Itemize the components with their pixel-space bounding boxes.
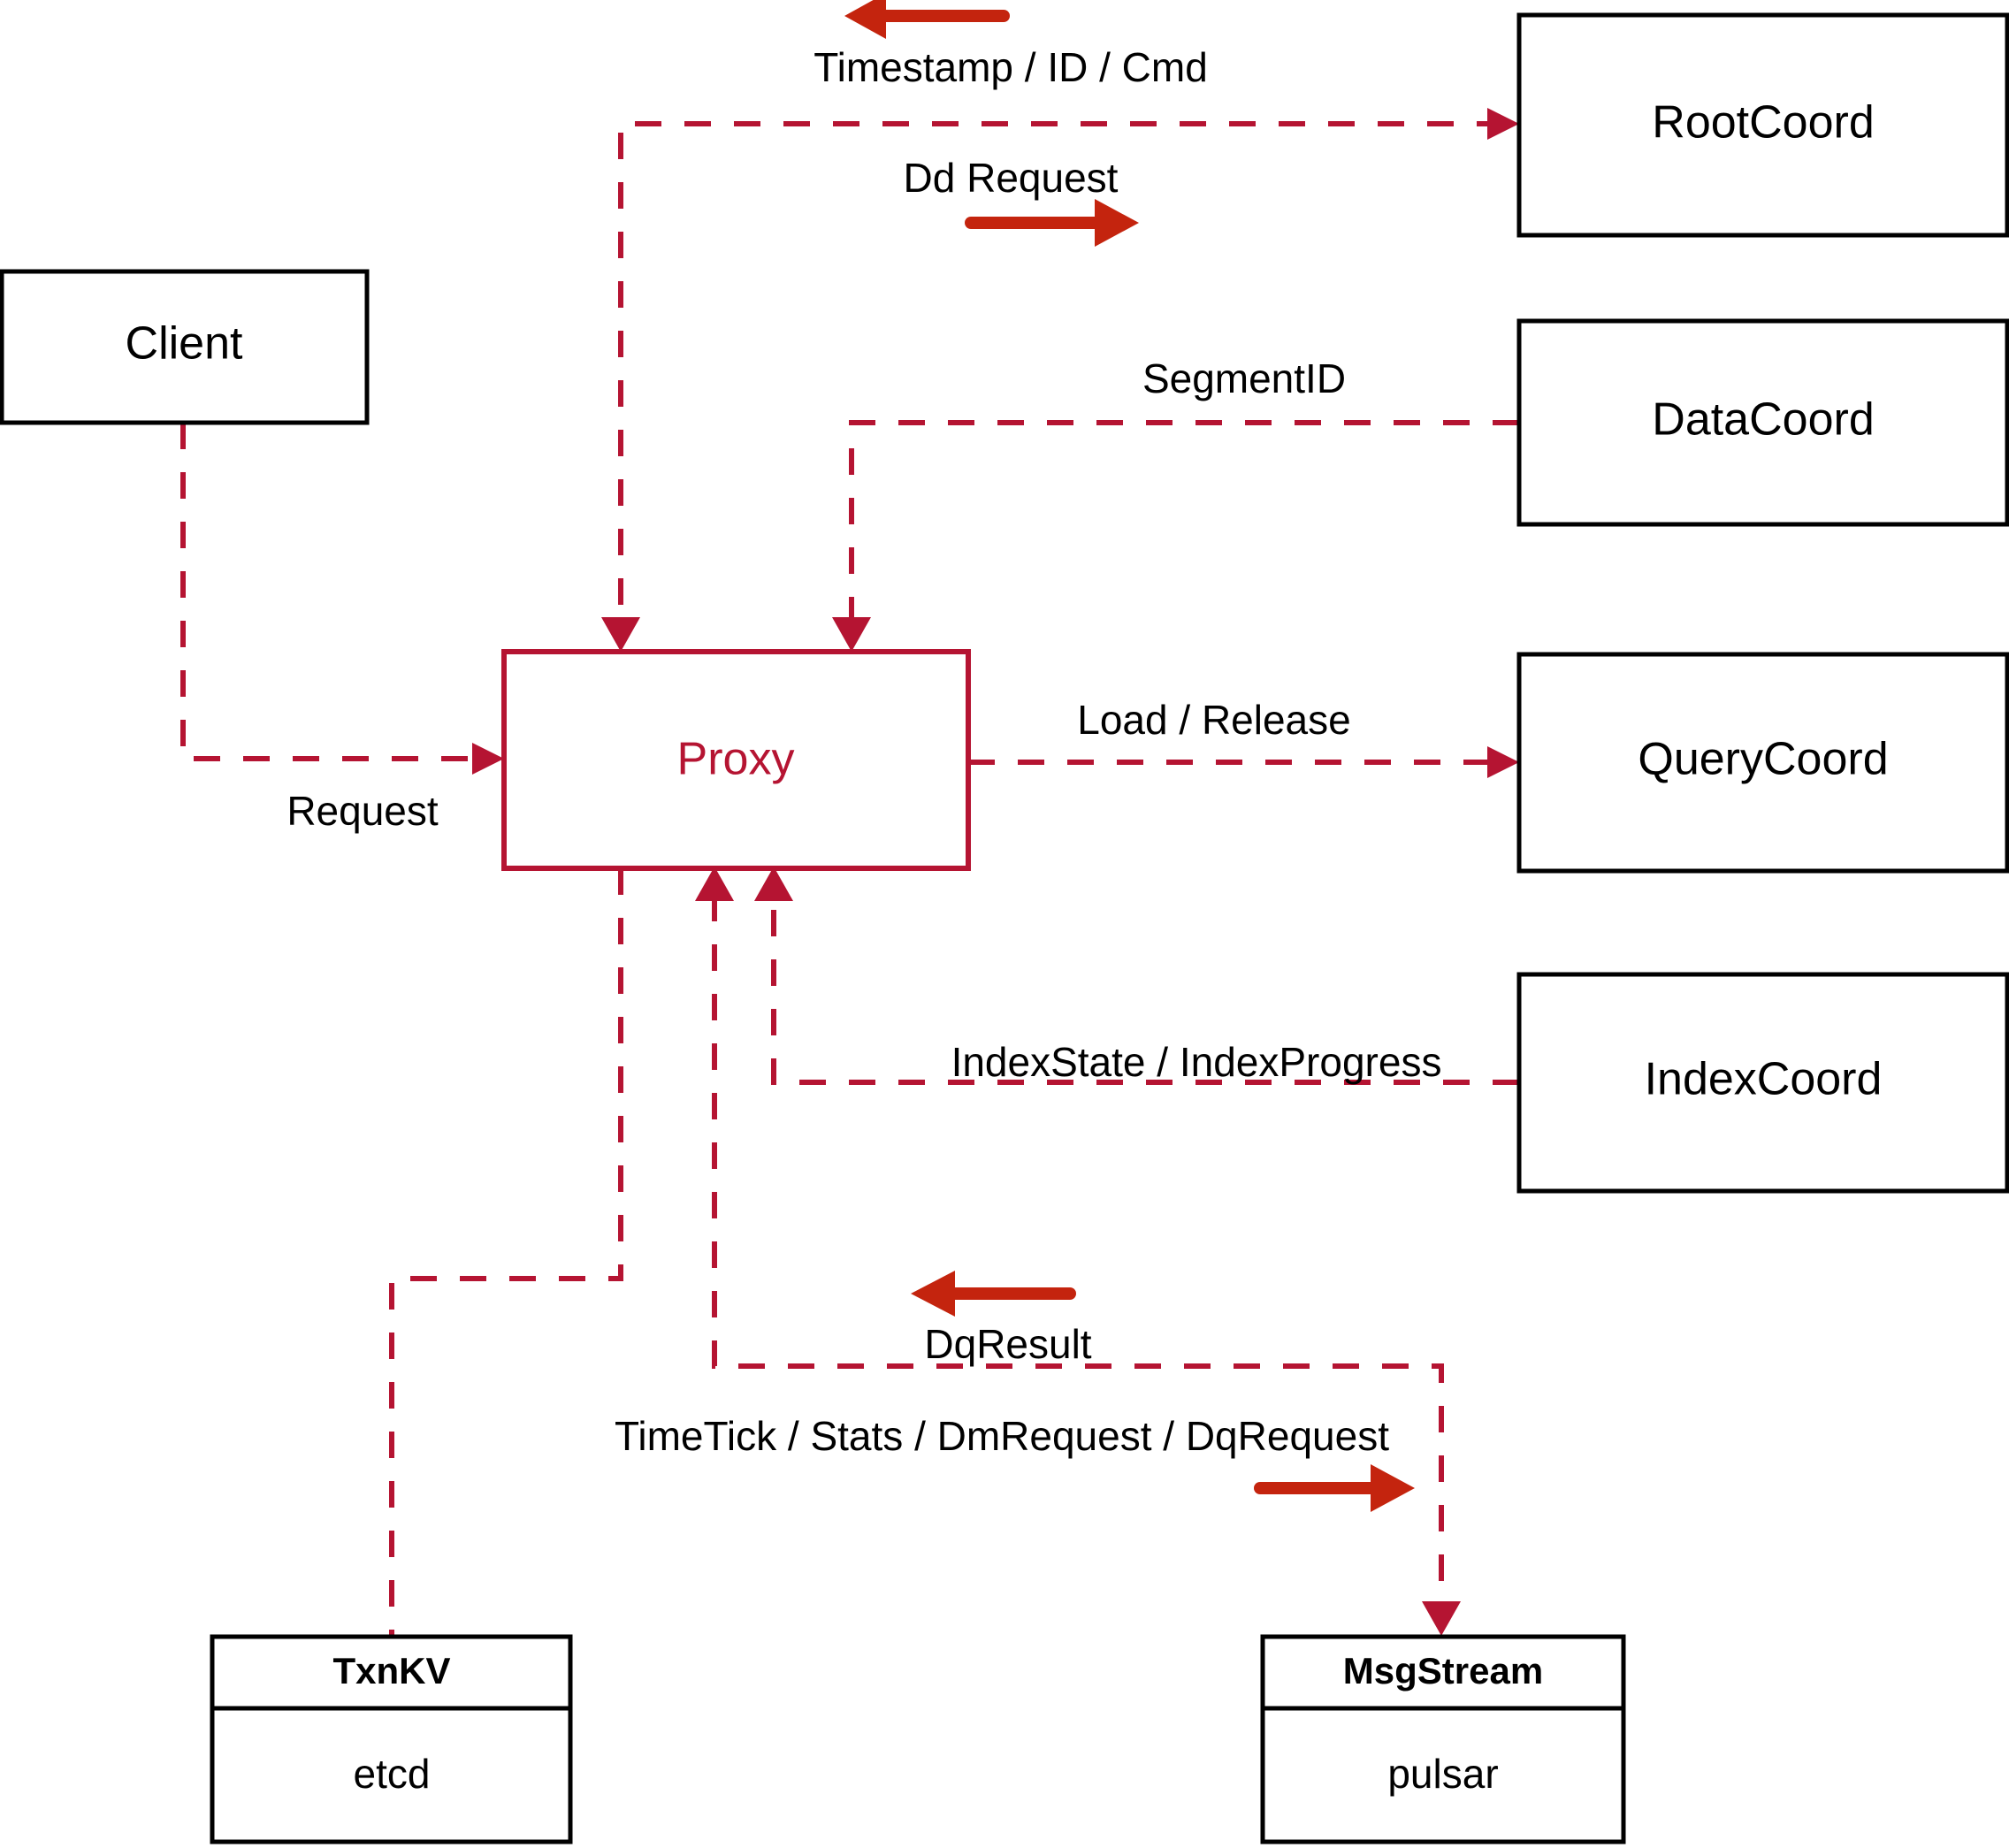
node-client-label: Client (126, 318, 243, 370)
node-proxy-box[interactable] (501, 649, 971, 871)
node-indexcoord-box[interactable] (1516, 972, 2009, 1194)
direction-arrow-dd-request (965, 199, 1139, 247)
node-txnkv-title: TxnKV (332, 1650, 450, 1691)
edge-label-indexstate: IndexState / IndexProgress (951, 1039, 1442, 1085)
edge-datacoord-to-proxy (832, 420, 1519, 652)
edge-path (180, 423, 488, 761)
node-querycoord[interactable]: QueryCoord (1516, 652, 2009, 874)
edge-proxy-to-rootcoord (601, 108, 1519, 652)
node-msgstream-box[interactable] (1260, 1634, 1626, 1844)
edge-label-dqresult: DqResult (924, 1321, 1091, 1367)
edge-label-timestamp: Timestamp / ID / Cmd (814, 44, 1208, 90)
node-msgstream[interactable]: MsgStream pulsar (1260, 1634, 1626, 1844)
edge-label-segmentid: SegmentID (1142, 355, 1346, 401)
edge-path-txnkv (389, 868, 623, 1637)
edge-path (849, 420, 1519, 623)
node-msgstream-subtitle: pulsar (1387, 1751, 1498, 1797)
edge-label-timetick: TimeTick / Stats / DmRequest / DqRequest (615, 1413, 1389, 1459)
arrowhead-into-proxy-left (472, 743, 504, 775)
edge-proxy-to-querycoord (968, 746, 1519, 778)
arrowhead-into-querycoord (1487, 746, 1519, 778)
node-proxy[interactable]: Proxy (501, 649, 971, 871)
node-indexcoord[interactable]: IndexCoord (1516, 972, 2009, 1194)
edge-path (771, 895, 1519, 1085)
node-txnkv-box[interactable] (210, 1634, 573, 1844)
node-datacoord-box[interactable] (1516, 318, 2009, 527)
node-rootcoord[interactable]: RootCoord (1516, 12, 2009, 238)
edge-path-msgstream (712, 895, 1444, 1607)
node-client-box[interactable] (0, 269, 370, 425)
node-rootcoord-box[interactable] (1516, 12, 2009, 238)
direction-arrow-dqresult (911, 1271, 1076, 1317)
node-querycoord-box[interactable] (1516, 652, 2009, 874)
node-proxy-label: Proxy (677, 734, 795, 785)
edge-label-load-release: Load / Release (1077, 697, 1350, 743)
node-rootcoord-label: RootCoord (1652, 97, 1874, 149)
direction-arrow-timetick (1254, 1464, 1415, 1512)
edge-indexcoord-to-proxy (754, 867, 1519, 1085)
node-datacoord-label: DataCoord (1652, 394, 1874, 446)
arrowhead-into-rootcoord (1487, 108, 1519, 140)
node-txnkv-subtitle: etcd (354, 1751, 431, 1797)
arrowhead-into-msgstream (1422, 1601, 1461, 1636)
arrowhead-into-proxy-bottom-right (754, 867, 793, 901)
edge-proxy-to-msgstream (389, 867, 1461, 1637)
node-msgstream-title: MsgStream (1343, 1650, 1543, 1691)
direction-arrow-timestamp (844, 0, 1010, 39)
node-datacoord[interactable]: DataCoord (1516, 318, 2009, 527)
node-txnkv[interactable]: TxnKV etcd (210, 1634, 573, 1844)
arrowhead-into-proxy-top-left (601, 617, 640, 652)
node-querycoord-label: QueryCoord (1638, 734, 1888, 785)
edge-label-dd-request: Dd Request (904, 155, 1119, 201)
arrowhead-into-proxy-top-right (832, 617, 871, 652)
node-client[interactable]: Client (0, 269, 370, 425)
arrowhead-into-proxy-bottom-left (695, 867, 734, 901)
edge-client-to-proxy (180, 423, 504, 775)
node-indexcoord-label: IndexCoord (1645, 1054, 1883, 1105)
edge-label-request: Request (286, 788, 439, 834)
